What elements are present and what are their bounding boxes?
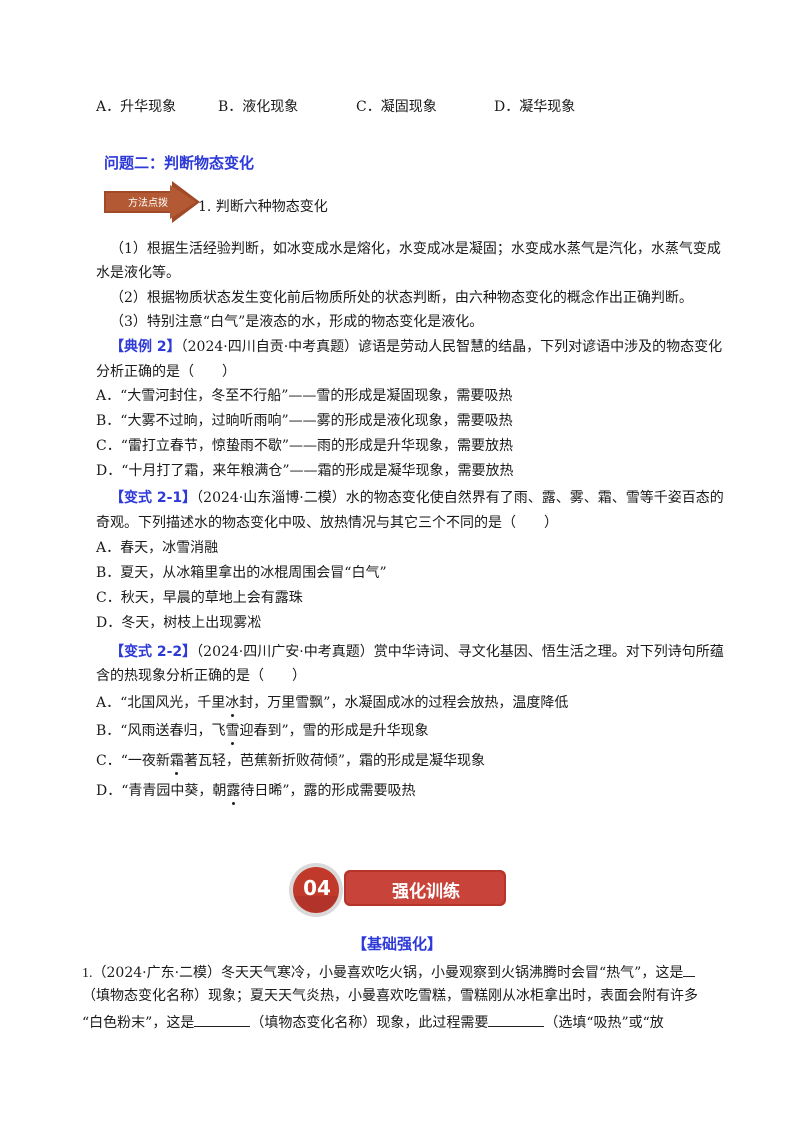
variant21-option-b: B．夏天，从冰箱里拿出的冰棍周围会冒“白气” — [96, 565, 387, 581]
variant21-option-a: A．春天，冰雪消融 — [96, 540, 219, 556]
variant22-option-d-post: 待日晞”，露的形成需要吸热 — [240, 783, 416, 799]
example2-option-b: B．“大雾不过晌，过晌听雨响”——雾的形成是液化现象，需要吸热 — [96, 413, 513, 429]
section-banner: 04 强化训练 — [288, 862, 510, 920]
q1-line3-c: （选填“吸热”或“放 — [544, 1015, 664, 1031]
q1-line3-b: （填物态变化名称）现象，此过程需要 — [250, 1015, 489, 1031]
variant22-stem-line1: （2024·四川广安·中考真题）赏中华诗词、寻文化基因、悟生活之理。对下列诗句所… — [196, 644, 724, 660]
banner-label: 强化训练 — [392, 882, 460, 902]
variant22-option-d: D．“青青园中葵，朝露待日晞”，露的形成需要吸热 — [96, 782, 416, 800]
variant22-option-a-dot: 冰 — [225, 695, 240, 711]
variant21-stem-line2: 奇观。下列描述水的物态变化中吸、放热情况与其它三个不同的是（ ） — [96, 515, 558, 531]
q1-line3: “白色粉末”，这是 （填物态变化名称）现象，此过程需要 （选填“吸热”或“放 — [82, 1012, 664, 1032]
q1-blank-3[interactable] — [488, 1012, 545, 1027]
method-point-1-cont: 水是液化等。 — [96, 265, 180, 281]
method-point-2: （2）根据物质状态发生变化前后物质所处的状态判断，由六种物态变化的概念作出正确判… — [110, 290, 693, 306]
option-a: A．升华现象 — [96, 99, 177, 115]
variant21-stem: 【变式 2-1】（2024·山东淄博·二模）水的物态变化使自然界有了雨、露、雾、… — [110, 489, 724, 507]
variant21-tag: 【变式 2-1】 — [110, 490, 197, 506]
example2-stem: 【典例 2】（2024·四川自贡·中考真题）谚语是劳动人民智慧的结晶，下列对谚语… — [110, 338, 722, 356]
variant22-option-a: A．“北国风光，千里冰封，万里雪飘”，水凝固成冰的过程会放热，温度降低 — [96, 694, 568, 712]
variant22-option-a-pre: A．“北国风光，千里 — [96, 695, 226, 711]
section-title: 问题二：判断物态变化 — [104, 154, 255, 172]
variant22-option-c-pre: C．“一夜新 — [96, 753, 170, 769]
q1-line1-text: （2024·广东·二模）冬天天气寒冷，小曼喜欢吃火锅，小曼观察到火锅沸腾时会冒“… — [92, 965, 684, 981]
method-title: 1. 判断六种物态变化 — [198, 199, 328, 215]
variant22-stem-line2: 含的热现象分析正确的是（ ） — [96, 668, 306, 684]
variant22-option-b-pre: B．“风雨送春归，飞 — [96, 723, 226, 739]
variant21-stem-line1: （2024·山东淄博·二模）水的物态变化使自然界有了雨、露、雾、霜、雪等千姿百态… — [196, 490, 724, 506]
variant22-option-d-pre: D．“青青园中葵，朝 — [96, 783, 227, 799]
example2-option-c: C．“雷打立春节，惊蛰雨不歇”——雨的形成是升华现象，需要放热 — [96, 438, 514, 454]
q1-number: 1. — [82, 966, 93, 981]
method-point-1: （1）根据生活经验判断，如冰变成水是熔化，水变成冰是凝固；水变成水蒸气是汽化，水… — [110, 241, 721, 257]
example2-option-d: D．“十月打了霜，来年粮满仓”——霜的形成是凝华现象，需要放热 — [96, 463, 514, 479]
example2-stem-line2: 分析正确的是（ ） — [96, 364, 236, 380]
variant22-option-c-dot: 霜 — [169, 753, 184, 769]
variant22-option-b: B．“风雨送春归，飞雪迎春到”，雪的形成是升华现象 — [96, 722, 429, 740]
q1-line2: （填物态变化名称）现象；夏天天气炎热，小曼喜欢吃雪糕，雪糕刚从冰柜拿出时，表面会… — [82, 988, 698, 1004]
variant22-option-b-post: 迎春到”，雪的形成是升华现象 — [239, 723, 429, 739]
method-badge-label: 方法点拨 — [128, 198, 168, 209]
banner-shape-icon — [289, 863, 506, 917]
arrow-shape-icon — [104, 181, 200, 223]
banner-number: 04 — [303, 876, 331, 900]
variant22-option-b-dot: 雪 — [225, 723, 240, 739]
q1-line3-a: “白色粉末”，这是 — [82, 1015, 195, 1031]
option-d: D．凝华现象 — [494, 99, 576, 115]
example2-option-a: A．“大雪河封住，冬至不行船”——雪的形成是凝固现象，需要吸热 — [96, 388, 513, 404]
variant22-stem: 【变式 2-2】（2024·四川广安·中考真题）赏中华诗词、寻文化基因、悟生活之… — [110, 643, 724, 661]
variant21-option-d: D．冬天，树枝上出现雾凇 — [96, 615, 262, 631]
variant21-option-c: C．秋天，早晨的草地上会有露珠 — [96, 590, 303, 606]
q1-blank-2[interactable] — [194, 1012, 251, 1027]
method-point-3: （3）特别注意“白气”是液态的水，形成的物态变化是液化。 — [110, 314, 484, 330]
method-arrow-badge: 方法点拨 — [104, 181, 200, 223]
variant22-option-d-dot: 露 — [226, 783, 241, 799]
q1-line1: 1.（2024·广东·二模）冬天天气寒冷，小曼喜欢吃火锅，小曼观察到火锅沸腾时会… — [82, 962, 696, 983]
variant22-option-c: C．“一夜新霜著瓦轻，芭蕉新折败荷倾”，霜的形成是凝华现象 — [96, 752, 485, 770]
basic-title: 【基础强化】 — [352, 935, 443, 953]
example2-tag: 【典例 2】 — [110, 339, 181, 355]
option-c: C．凝固现象 — [356, 99, 437, 115]
q1-blank-1[interactable] — [683, 962, 696, 977]
variant22-tag: 【变式 2-2】 — [110, 644, 197, 660]
example2-stem-line1: （2024·四川自贡·中考真题）谚语是劳动人民智慧的结晶，下列对谚语中涉及的物态… — [180, 339, 723, 355]
variant22-option-a-post: 封，万里雪飘”，水凝固成冰的过程会放热，温度降低 — [239, 695, 569, 711]
option-b: B．液化现象 — [218, 99, 299, 115]
variant22-option-c-post: 著瓦轻，芭蕉新折败荷倾”，霜的形成是凝华现象 — [183, 753, 486, 769]
